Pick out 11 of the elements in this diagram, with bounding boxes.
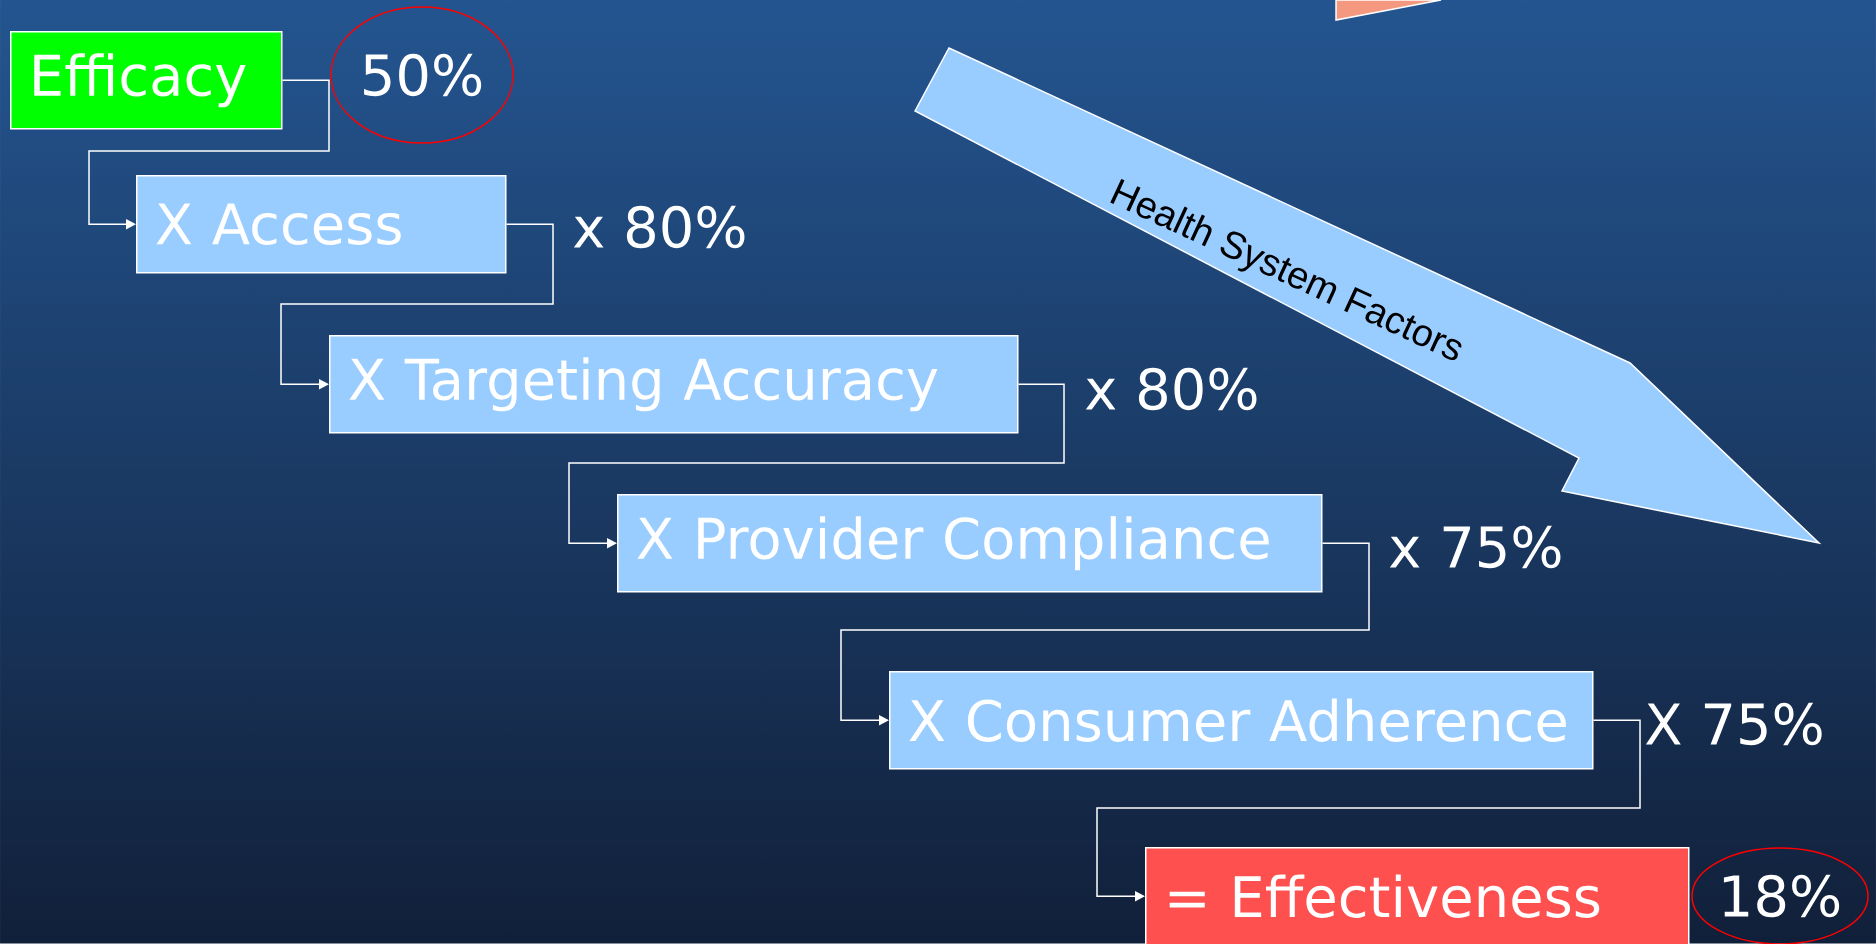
factor-value: X 75% bbox=[1645, 702, 1822, 746]
process-box: X Consumer Adherence bbox=[889, 671, 1594, 770]
process-box: X Targeting Accuracy bbox=[329, 335, 1019, 434]
circled-value: 50% bbox=[330, 6, 514, 144]
process-box: Efficacy bbox=[10, 31, 283, 130]
circled-value: 18% bbox=[1691, 847, 1869, 944]
factor-value: x 80% bbox=[573, 205, 745, 249]
process-box: X Provider Compliance bbox=[617, 494, 1323, 593]
process-box: X Access bbox=[136, 175, 507, 274]
factor-value: x 80% bbox=[1085, 367, 1257, 411]
process-box: = Effectiveness bbox=[1145, 847, 1690, 944]
